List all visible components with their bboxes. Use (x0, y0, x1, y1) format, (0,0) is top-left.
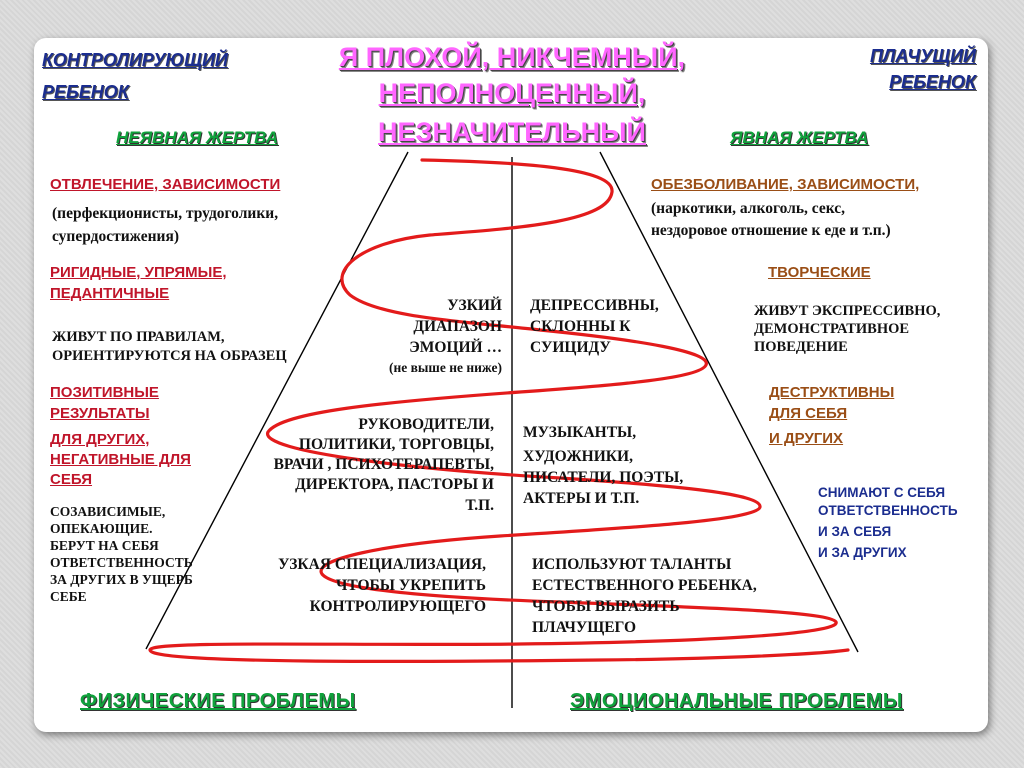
talents-line-1: ИСПОЛЬЗУЮТ ТАЛАНТЫ (532, 556, 732, 573)
destructive-line-3: И ДРУГИХ (769, 430, 844, 447)
responsibility-line-3: И ЗА СЕБЯ (818, 524, 892, 539)
specialization-line-3: КОНТРОЛИРУЮЩЕГО (309, 598, 486, 615)
title-line-3: НЕЗНАЧИТЕЛЬНЫЙ (378, 117, 646, 147)
depressive-line-2: СКЛОННЫ К (530, 318, 631, 335)
expressive-line-1: ЖИВУТ ЭКСПРЕССИВНО, (754, 303, 941, 319)
explicit-victim-label: ЯВНАЯ ЖЕРТВА (730, 128, 869, 147)
implicit-victim-label: НЕЯВНАЯ ЖЕРТВА (116, 128, 279, 147)
expressive-line-2: ДЕМОНСТРАТИВНОЕ (754, 321, 910, 337)
anesthesia-text-2: нездоровое отношение к еде и т.п.) (651, 222, 891, 239)
leaders-line-5: Т.П. (465, 497, 494, 514)
narrow-range-line-2: ДИАПАЗОН (413, 318, 502, 335)
right-corner-line-1: ПЛАЧУЩИЙ (869, 46, 976, 66)
destructive-line-1: ДЕСТРУКТИВНЫ (769, 384, 895, 401)
pyramid-right-edge (599, 151, 859, 653)
slide-card (34, 38, 988, 732)
artists-line-1: МУЗЫКАНТЫ, (523, 424, 637, 441)
responsibility-line-2: ОТВЕТСТВЕННОСТЬ (818, 503, 958, 518)
left-corner-line-2: РЕБЕНОК (42, 82, 129, 102)
depressive-line-1: ДЕПРЕССИВНЫ, (530, 297, 659, 314)
positive-line-5: СЕБЯ (50, 471, 93, 488)
destructive-line-2: ДЛЯ СЕБЯ (769, 405, 848, 422)
physical-problems-label: ФИЗИЧЕСКИЕ ПРОБЛЕМЫ (80, 690, 356, 712)
narrow-range-line-3: ЭМОЦИЙ … (409, 339, 502, 356)
codependent-line-5: ЗА ДРУГИХ В УЩЕРБ (50, 572, 193, 587)
leaders-line-4: ДИРЕКТОРА, ПАСТОРЫ И (295, 476, 494, 493)
anesthesia-heading: ОБЕЗБОЛИВАНИЕ, ЗАВИСИМОСТИ, (651, 176, 920, 193)
positive-line-4: НЕГАТИВНЫЕ ДЛЯ (50, 451, 191, 468)
talents-line-2: ЕСТЕСТВЕННОГО РЕБЕНКА, (532, 577, 757, 594)
codependent-line-4: ОТВЕТСТВЕННОСТЬ (50, 555, 193, 570)
codependent-line-3: БЕРУТ НА СЕБЯ (50, 538, 159, 553)
responsibility-line-1: СНИМАЮТ С СЕБЯ (818, 485, 946, 500)
codependent-line-2: ОПЕКАЮЩИЕ. (50, 521, 153, 536)
talents-line-4: ПЛАЧУЩЕГО (532, 619, 637, 636)
anesthesia-text-1: (наркотики, алкоголь, секс, (651, 200, 846, 217)
leaders-line-3: ВРАЧИ , ПСИХОТЕРАПЕВТЫ, (273, 456, 494, 473)
pyramid-left-edge (145, 151, 409, 650)
rules-text-2: ОРИЕНТИРУЮТСЯ НА ОБРАЗЕЦ (52, 348, 287, 364)
depressive-line-3: СУИЦИДУ (530, 339, 611, 356)
title-line-2: НЕПОЛНОЦЕННЫЙ, (378, 78, 646, 108)
right-corner-line-2: РЕБЕНОК (889, 72, 976, 92)
distraction-text-2: супердостижения) (52, 228, 179, 245)
positive-line-2: РЕЗУЛЬТАТЫ (50, 405, 150, 422)
narrow-range-line-4: (не выше не ниже) (388, 360, 502, 375)
specialization-line-2: ЧТОБЫ УКРЕПИТЬ (335, 577, 486, 594)
creative-heading: ТВОРЧЕСКИЕ (768, 264, 871, 281)
expressive-line-3: ПОВЕДЕНИЕ (754, 339, 848, 355)
positive-line-1: ПОЗИТИВНЫЕ (50, 384, 159, 401)
codependent-line-1: СОЗАВИСИМЫЕ, (50, 504, 166, 519)
distraction-heading: ОТВЛЕЧЕНИЕ, ЗАВИСИМОСТИ (50, 176, 281, 193)
positive-line-3: ДЛЯ ДРУГИХ, (50, 431, 150, 448)
talents-line-3: ЧТОБЫ ВЫРАЗИТЬ (532, 598, 680, 615)
spiral-line (148, 158, 850, 664)
title-line-1: Я ПЛОХОЙ, НИКЧЕМНЫЙ, (338, 42, 686, 72)
responsibility-line-4: И ЗА ДРУГИХ (818, 545, 907, 560)
emotional-problems-label: ЭМОЦИОНАЛЬНЫЕ ПРОБЛЕМЫ (570, 690, 903, 712)
codependent-line-6: СЕБЕ (50, 589, 87, 604)
left-corner-line-1: КОНТРОЛИРУЮЩИЙ (42, 50, 228, 70)
specialization-line-1: УЗКАЯ СПЕЦИАЛИЗАЦИЯ, (278, 556, 486, 573)
narrow-range-line-1: УЗКИЙ (447, 297, 502, 314)
leaders-line-1: РУКОВОДИТЕЛИ, (358, 416, 494, 433)
leaders-line-2: ПОЛИТИКИ, ТОРГОВЦЫ, (298, 436, 494, 453)
artists-line-3: ПИСАТЕЛИ, ПОЭТЫ, (523, 469, 684, 486)
rigid-heading-1: РИГИДНЫЕ, УПРЯМЫЕ, (50, 264, 227, 281)
artists-line-4: АКТЕРЫ И Т.П. (523, 490, 640, 507)
rigid-heading-2: ПЕДАНТИЧНЫЕ (50, 285, 170, 302)
rules-text-1: ЖИВУТ ПО ПРАВИЛАМ, (52, 329, 225, 345)
artists-line-2: ХУДОЖНИКИ, (523, 448, 633, 465)
distraction-text-1: (перфекционисты, трудоголики, (52, 205, 279, 222)
